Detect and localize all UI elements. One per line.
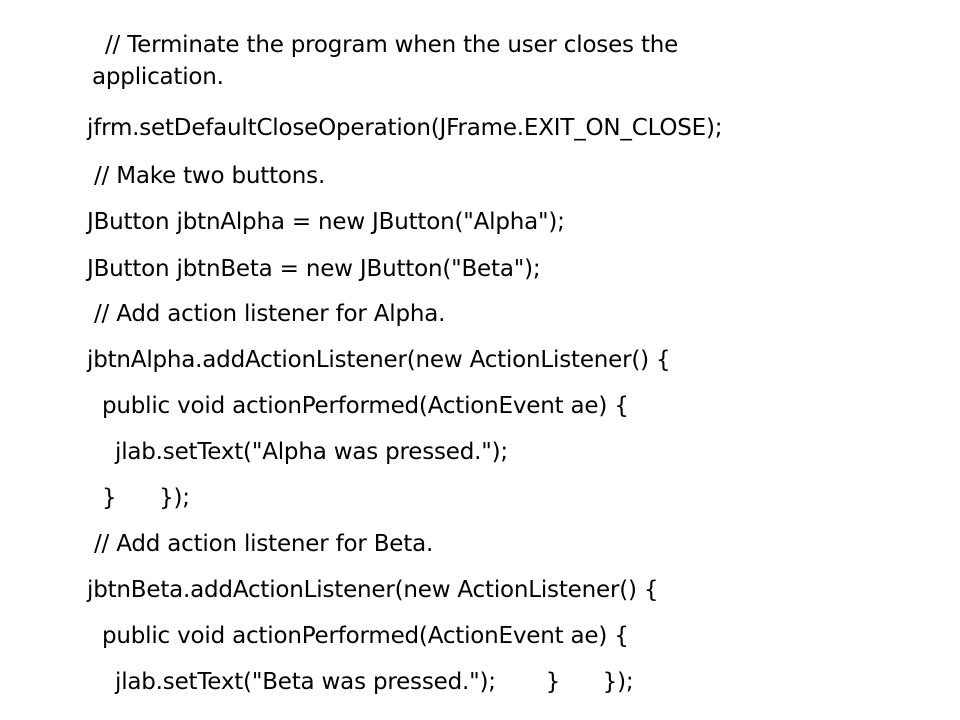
code-line-4: // Make two buttons. bbox=[94, 163, 326, 189]
code-line-8: jbtnAlpha.addActionListener(new ActionLi… bbox=[87, 347, 671, 373]
code-line-10: jlab.setText("Alpha was pressed."); bbox=[115, 439, 508, 465]
code-line-12: // Add action listener for Beta. bbox=[94, 531, 434, 557]
code-line-7: // Add action listener for Alpha. bbox=[94, 301, 446, 327]
code-line-15: jlab.setText("Beta was pressed."); } }); bbox=[115, 669, 634, 695]
code-line-6: JButton jbtnBeta = new JButton("Beta"); bbox=[87, 256, 541, 282]
code-line-9: public void actionPerformed(ActionEvent … bbox=[102, 393, 629, 419]
code-line-13: jbtnBeta.addActionListener(new ActionLis… bbox=[87, 577, 659, 603]
code-line-5: JButton jbtnAlpha = new JButton("Alpha")… bbox=[87, 209, 565, 235]
code-line-11: } }); bbox=[102, 485, 190, 511]
code-line-1: // Terminate the program when the user c… bbox=[105, 32, 679, 58]
code-line-14: public void actionPerformed(ActionEvent … bbox=[102, 623, 629, 649]
code-line-3: jfrm.setDefaultCloseOperation(JFrame.EXI… bbox=[87, 115, 723, 141]
code-line-2: application. bbox=[92, 64, 224, 90]
